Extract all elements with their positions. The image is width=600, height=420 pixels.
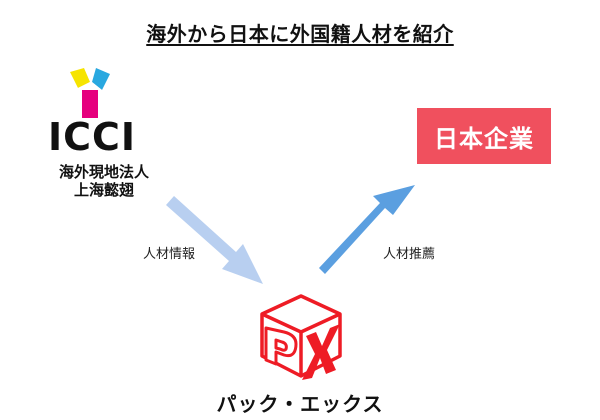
recommend-flow-label: 人材推薦 [383, 247, 436, 262]
info-flow-label: 人材情報 [143, 247, 196, 262]
icci-subtitle-line1: 海外現地法人 [58, 163, 149, 181]
japanese-company-box: 日本企業 [417, 108, 551, 164]
px-company-name: パック・エックス [216, 392, 384, 416]
icci-logo-icon [70, 68, 110, 118]
icci-name: ICCI [48, 115, 137, 159]
icci-subtitle: 海外現地法人 上海懿翅 [44, 163, 164, 199]
info-arrow [166, 196, 263, 284]
icci-subtitle-line2: 上海懿翅 [73, 181, 134, 199]
diagram-title: 海外から日本に外国籍人材を紹介 [146, 22, 454, 46]
px-cube-logo-icon [260, 294, 342, 380]
recommend-arrow [319, 185, 415, 274]
